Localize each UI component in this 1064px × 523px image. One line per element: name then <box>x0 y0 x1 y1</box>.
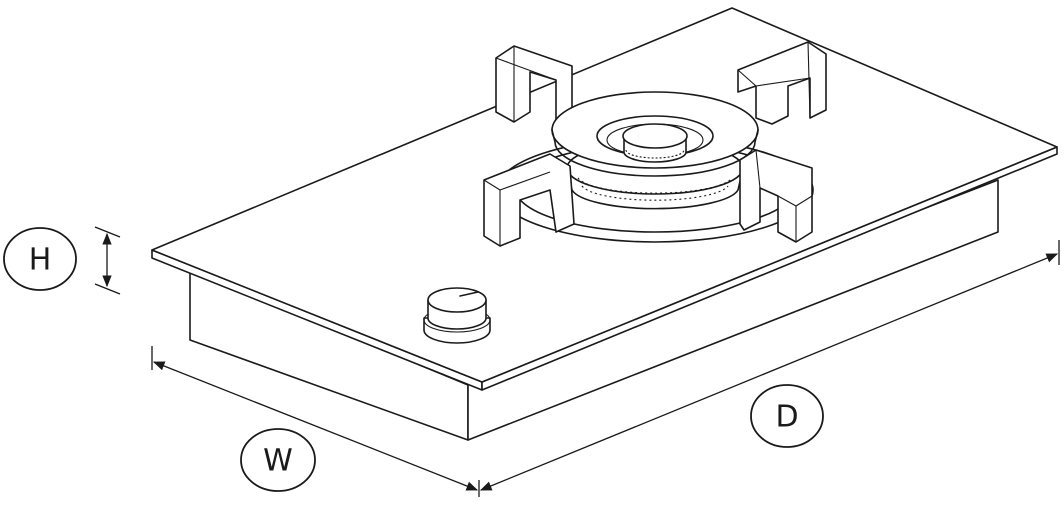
width-label-text: W <box>263 444 293 479</box>
pan-support-back-left <box>495 45 573 123</box>
height-dimension <box>94 226 121 295</box>
width-dimension <box>151 346 480 497</box>
height-label-text: H <box>29 243 52 278</box>
pan-support-front-right <box>739 149 813 243</box>
depth-label-text: D <box>775 400 798 435</box>
width-label: W <box>240 428 316 492</box>
pan-support-front-left <box>483 153 575 247</box>
height-label: H <box>3 227 77 291</box>
pan-support-back-right <box>737 41 827 125</box>
depth-dimension <box>479 240 1060 491</box>
depth-label: D <box>750 384 824 448</box>
control-knob <box>423 287 491 344</box>
burner-assembly <box>483 41 827 247</box>
